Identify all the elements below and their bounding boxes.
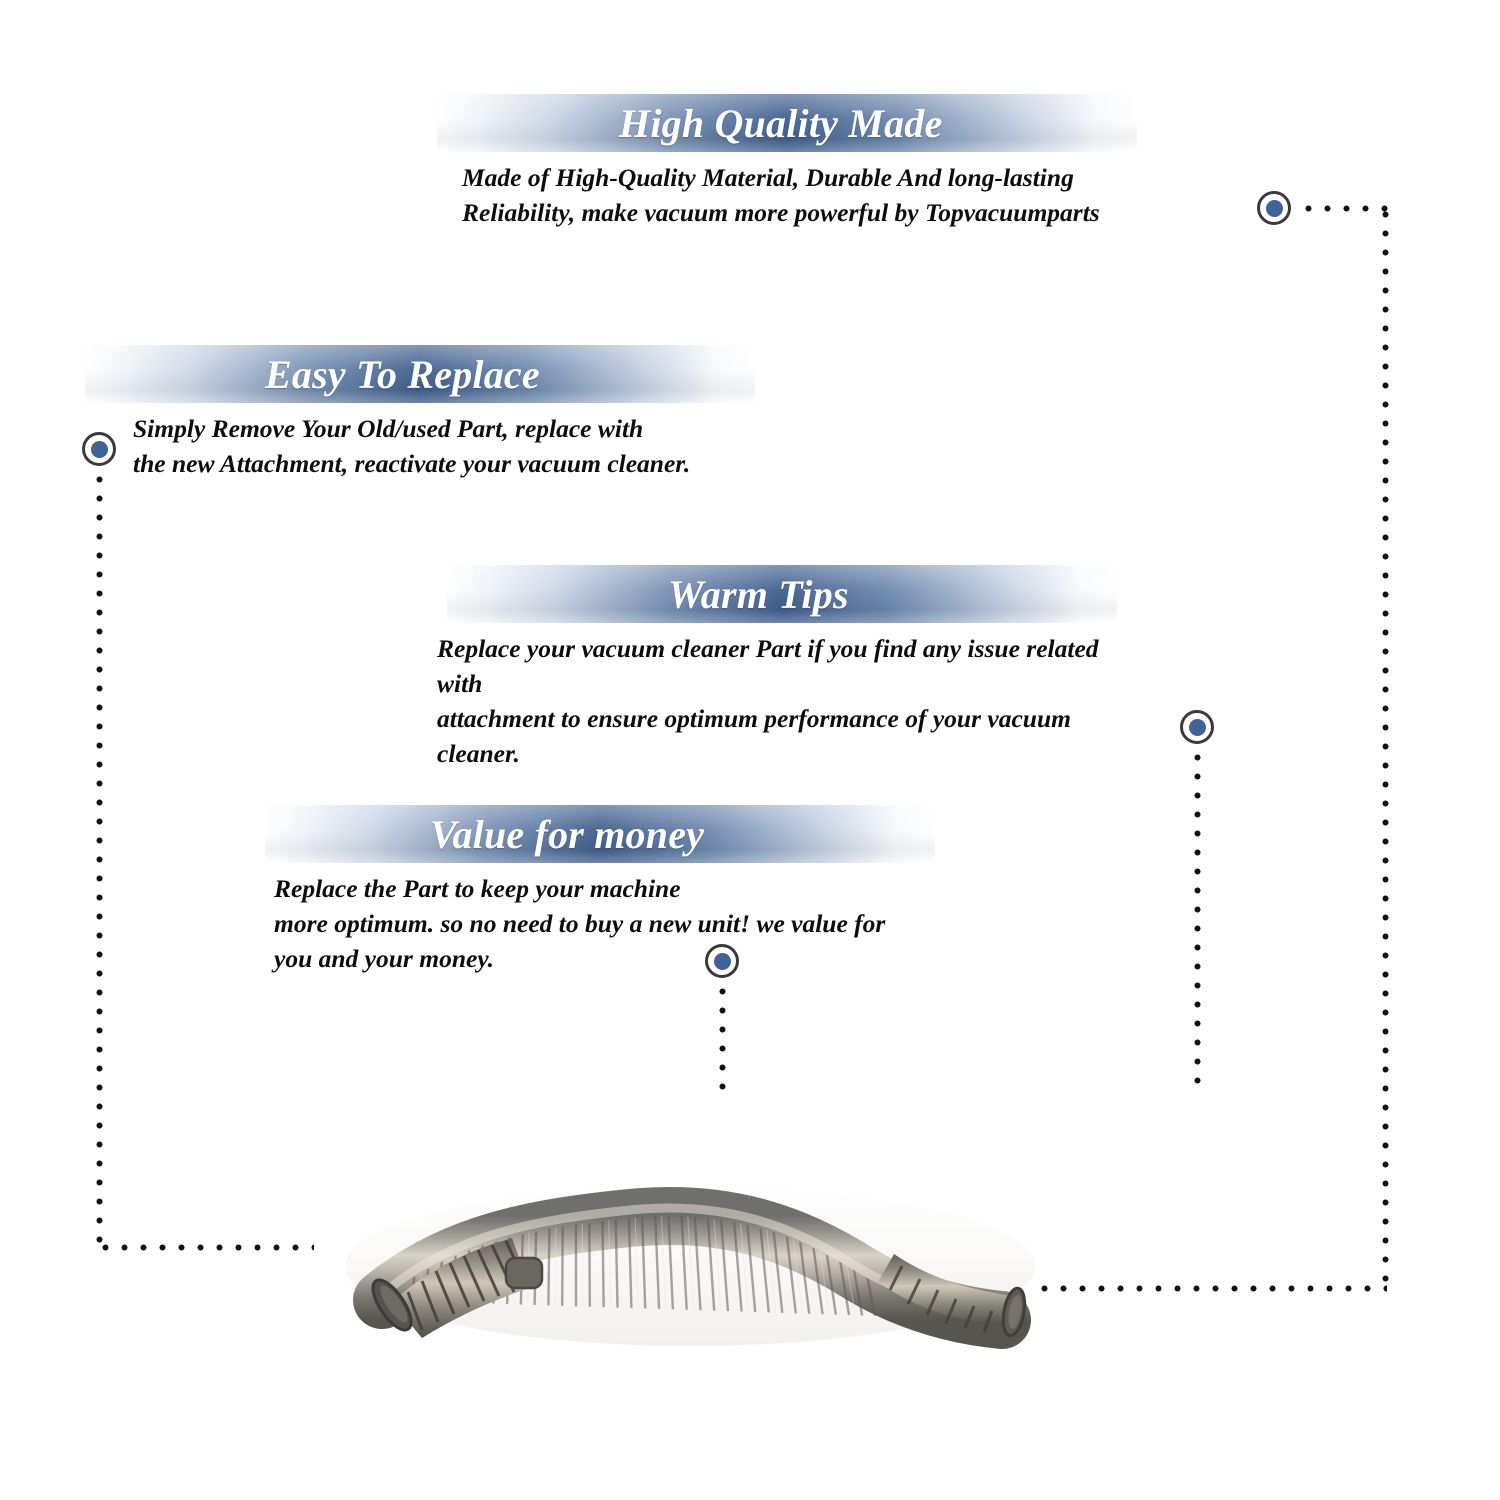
connector-line-high-quality-horizontal [1299,205,1389,212]
vacuum-hose-illustration [345,1186,1035,1349]
hose-left-connector [371,1238,544,1338]
marker-high-quality-made[interactable] [1257,191,1291,225]
feature-body: Made of High-Quality Material, Durable A… [462,163,1100,227]
feature-body: Replace the Part to keep your machine mo… [274,874,886,973]
feature-title: Warm Tips [668,571,849,617]
feature-title: High Quality Made [619,100,943,146]
connector-line-bottom-right-horizontal [1035,1285,1387,1292]
feature-title: Easy To Replace [265,351,540,397]
connector-line-bottom-left-horizontal [96,1244,314,1251]
banner-high-quality-made: High Quality Made [437,94,1137,152]
connector-line-warm-tips-vertical [1194,748,1201,1096]
feature-body: Simply Remove Your Old/used Part, replac… [133,414,691,478]
marker-warm-tips[interactable] [1180,710,1214,744]
banner-value-for-money: Value for money [265,805,935,863]
feature-high-quality-made: High Quality Made Made of High-Quality M… [437,94,1137,231]
feature-body: Replace your vacuum cleaner Part if you … [437,634,1099,768]
connector-line-value-vertical [719,982,726,1092]
product-image-vacuum-hose [330,1170,1050,1350]
banner-easy-to-replace: Easy To Replace [85,345,755,403]
connector-line-left-vertical [96,470,103,1250]
marker-value-for-money[interactable] [705,944,739,978]
feature-title: Value for money [430,811,705,857]
feature-value-for-money: Value for money Replace the Part to keep… [265,805,935,977]
banner-warm-tips: Warm Tips [447,565,1117,623]
hose-right-connector [878,1254,1027,1338]
feature-warm-tips: Warm Tips Replace your vacuum cleaner Pa… [437,565,1117,772]
marker-easy-to-replace[interactable] [82,432,116,466]
connector-line-right-vertical [1382,205,1389,1291]
feature-easy-to-replace: Easy To Replace Simply Remove Your Old/u… [85,345,755,482]
